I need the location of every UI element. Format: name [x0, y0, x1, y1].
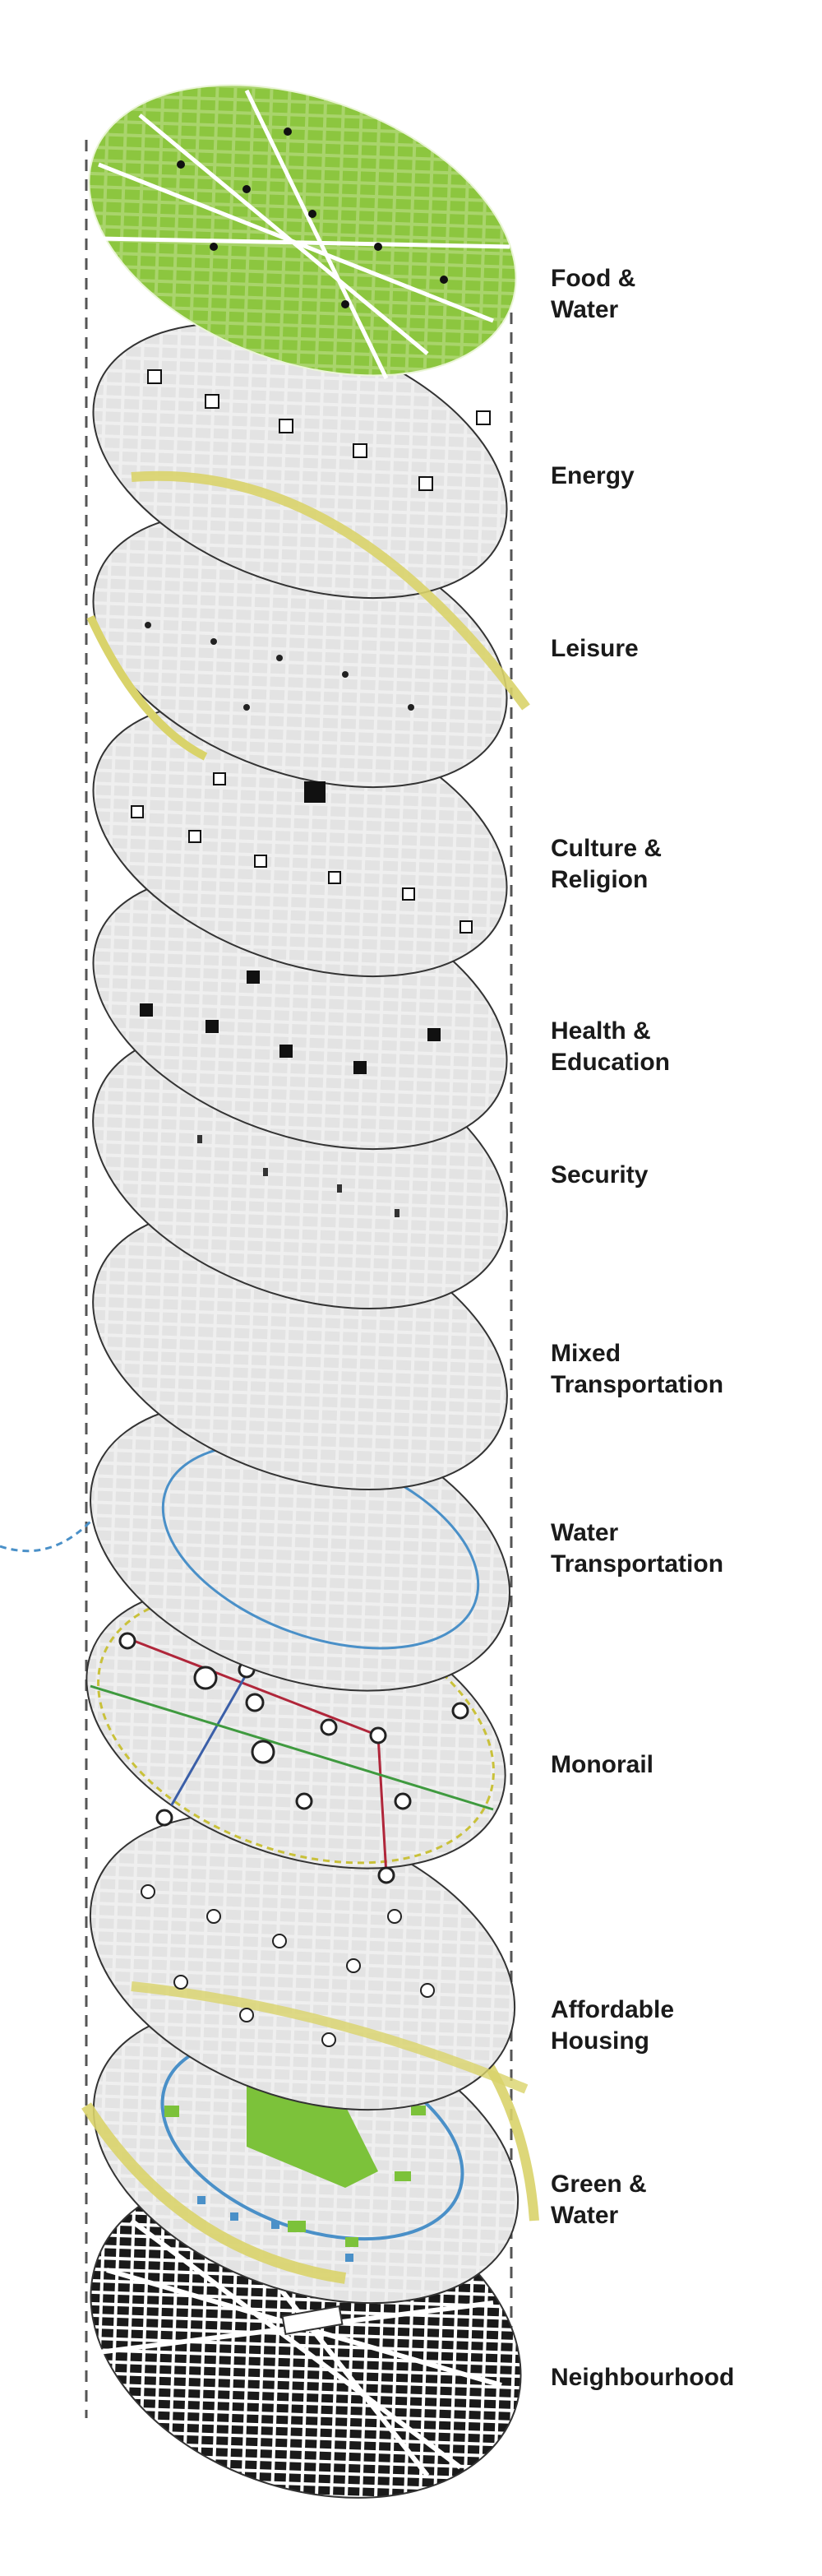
label-affordable-housing: Affordable Housing	[551, 1996, 674, 2055]
monorail-stations	[118, 1545, 469, 1884]
energy-icons	[147, 369, 491, 491]
neighbourhood-plaza	[281, 2305, 344, 2336]
housing-band	[131, 1981, 529, 2094]
food-water-ellipse	[88, 84, 517, 377]
green-band	[81, 2102, 347, 2284]
label-health-education: Health & Education	[551, 1017, 671, 1076]
culture-icons	[131, 772, 473, 934]
housing-icons	[141, 1884, 435, 2047]
label-green-water: Green & Water	[551, 2171, 647, 2229]
water-route-west	[0, 1520, 92, 1553]
layer-energy	[92, 322, 530, 711]
energy-band	[131, 470, 530, 711]
layer-stack	[0, 84, 539, 2499]
label-leisure: Leisure	[551, 635, 639, 662]
monorail-green-line	[90, 1684, 494, 1811]
security-icons	[197, 1135, 399, 1217]
food-water-roads	[98, 89, 510, 380]
label-neighbourhood: Neighbourhood	[551, 2364, 735, 2391]
dashed-guides	[85, 140, 513, 2418]
layer-food-water	[88, 84, 517, 380]
label-security: Security	[551, 1161, 649, 1188]
food-water-icons	[177, 127, 448, 308]
label-water-transportation: Water Transportation	[551, 1519, 724, 1578]
label-culture-religion: Culture & Religion	[551, 835, 662, 893]
label-mixed-transportation: Mixed Transportation	[551, 1340, 724, 1398]
leisure-landmark	[304, 781, 326, 803]
label-monorail: Monorail	[551, 1751, 653, 1778]
health-icons	[140, 971, 441, 1074]
water-dots	[197, 2196, 353, 2262]
label-energy: Energy	[551, 462, 635, 489]
leisure-icons	[145, 622, 414, 711]
layer-affordable-housing	[89, 1812, 529, 2111]
label-food-water: Food & Water	[551, 265, 636, 323]
leisure-band	[86, 614, 208, 761]
